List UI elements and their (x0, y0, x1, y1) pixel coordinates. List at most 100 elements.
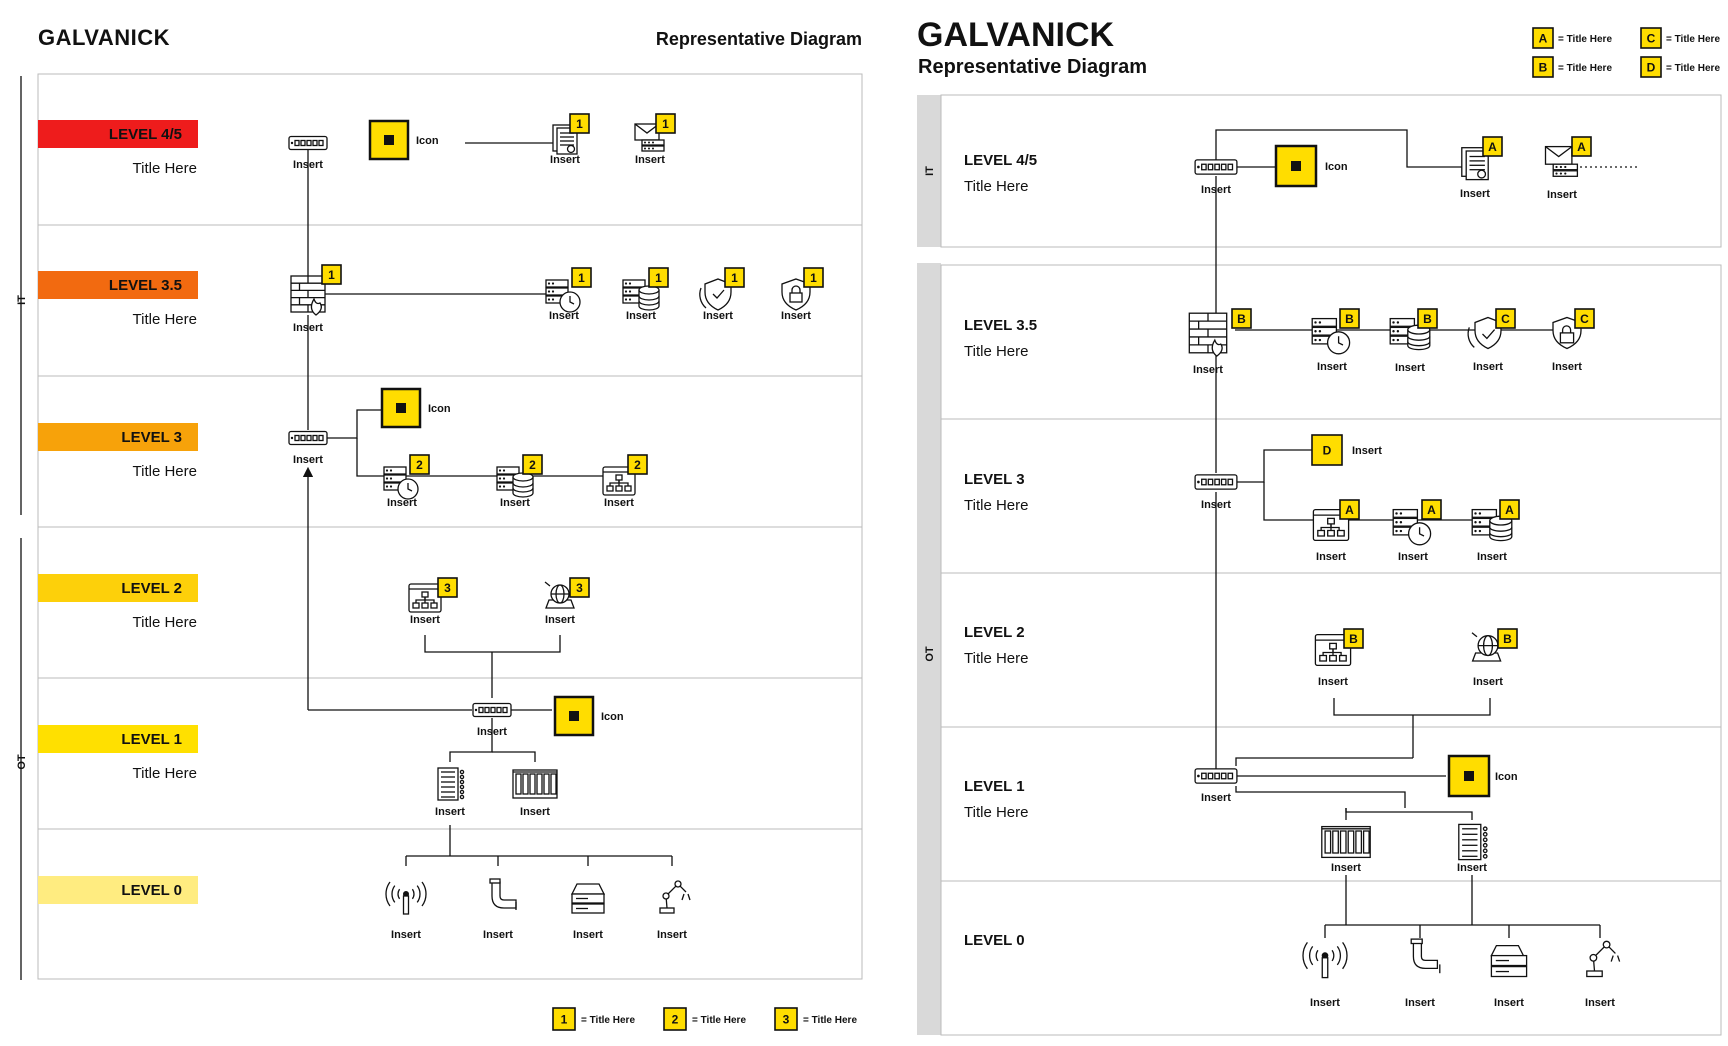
badge-label: 1 (731, 271, 738, 285)
node-network-switch[interactable]: Insert (472, 702, 512, 739)
node-plc-rack[interactable]: Insert (512, 769, 558, 818)
switch-led (290, 141, 294, 145)
badge-label: 1 (576, 117, 583, 131)
connector-line (1345, 808, 1473, 820)
switch-port (496, 706, 502, 714)
node-pipe-valve[interactable]: Insert (483, 878, 517, 941)
switch-port (312, 139, 318, 147)
icon-placeholder[interactable]: Icon (1447, 754, 1518, 798)
badge-box (1421, 499, 1442, 520)
category-badge: 2 (663, 1007, 687, 1031)
node-label: Insert (1473, 361, 1503, 373)
icon-placeholder[interactable]: Icon (368, 119, 439, 161)
category-badge: 1 (724, 267, 745, 288)
server-led (644, 141, 646, 144)
badge-label: D (1647, 61, 1656, 75)
rack-module (543, 773, 550, 795)
network-switch-icon (1194, 474, 1238, 490)
server-unit (1471, 508, 1498, 518)
node-io-module[interactable]: Insert (435, 767, 465, 818)
db-rings (1407, 336, 1431, 347)
category-badge: C (1640, 27, 1662, 49)
server-led (498, 485, 502, 488)
node-network-switch[interactable]: Insert (1194, 768, 1238, 804)
node-robot-arm[interactable]: Insert (657, 880, 691, 941)
tree-leaf (1327, 529, 1335, 537)
node-robot-arm[interactable]: Insert (1585, 940, 1621, 1009)
badge-box (1311, 434, 1343, 466)
node-label: Insert (1201, 499, 1231, 511)
node-plc-rack[interactable]: Insert (1321, 825, 1371, 874)
badge-box (1417, 308, 1438, 329)
category-badge: 1 (571, 267, 592, 288)
icon-placeholder[interactable]: Icon (380, 387, 451, 429)
badge-box (648, 267, 669, 288)
plc-rack-icon (512, 769, 558, 799)
category-badge: A (1339, 499, 1360, 520)
square-center (1291, 161, 1301, 171)
doc-seal (1477, 169, 1487, 179)
node-io-module[interactable]: Insert (1457, 823, 1488, 874)
wave-right (1331, 949, 1335, 962)
icon-placeholder[interactable]: Icon (553, 695, 624, 737)
wireless-sensor-icon (1302, 942, 1348, 979)
server-unit (1311, 317, 1338, 327)
tree-node (1329, 642, 1337, 650)
level-label: LEVEL 3.5 (109, 277, 182, 294)
shield-check-icon (1467, 316, 1502, 350)
server-led (1396, 330, 1400, 333)
node-label: Insert (483, 929, 513, 941)
switch-port (1227, 772, 1234, 780)
icon-placeholder[interactable]: Icon (1274, 144, 1348, 188)
switch-port (1220, 772, 1227, 780)
icon-placeholder-label: Icon (1325, 161, 1348, 173)
plc-rack-icon (1321, 825, 1371, 859)
node-network-switch[interactable]: Insert (1194, 474, 1238, 511)
category-badge: B (1339, 308, 1360, 329)
network-switch-icon (472, 702, 512, 718)
robot-arm (665, 883, 687, 909)
badge-box (774, 1007, 798, 1031)
node-pipe-valve[interactable]: Insert (1405, 938, 1441, 1009)
node-network-switch[interactable]: Insert (288, 430, 328, 467)
node-wireless-sensor[interactable]: Insert (385, 881, 427, 941)
node-storage-drive[interactable]: Insert (1490, 944, 1528, 1009)
node-label: Insert (293, 159, 323, 171)
node-network-switch[interactable]: Insert (1194, 159, 1238, 196)
server-led (1396, 338, 1400, 342)
clock-hands (569, 296, 575, 305)
network-diagram-window-icon (1314, 633, 1352, 667)
node-storage-drive[interactable]: Insert (570, 883, 606, 941)
globe-laptop-icon (544, 581, 576, 609)
node-wireless-sensor[interactable]: Insert (1302, 942, 1348, 1009)
node-label: Insert (626, 310, 656, 322)
badge-label: B (1423, 312, 1432, 326)
legend-text: = Title Here (803, 1015, 857, 1026)
node-network-switch[interactable]: Insert (288, 135, 328, 172)
